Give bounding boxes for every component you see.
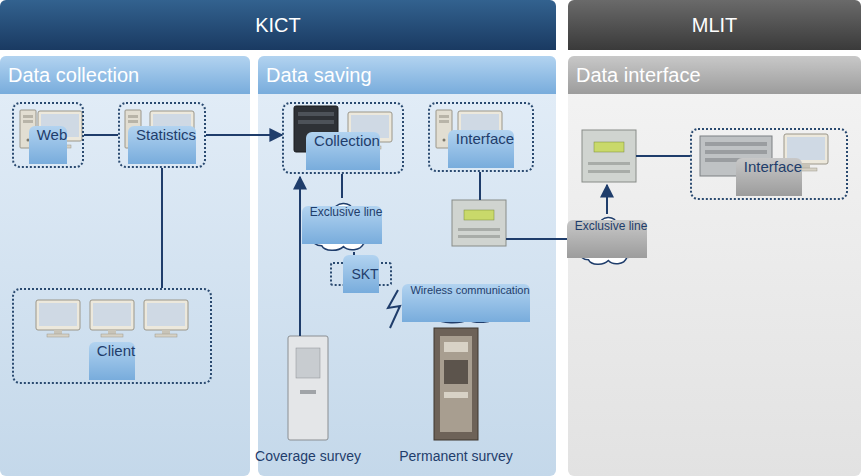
wire: [636, 155, 690, 157]
section-panel: Data interfaceExclusive line Interface: [568, 56, 861, 476]
node-label: Exclusive line: [302, 206, 383, 244]
system-box: Statistics: [118, 102, 206, 168]
wire: [299, 177, 301, 336]
wire: [479, 172, 481, 200]
header-bar: KICT: [0, 0, 556, 50]
wire: [506, 238, 576, 240]
connector: [206, 134, 282, 136]
node-label: Web: [29, 126, 68, 164]
node-label: Interface: [448, 130, 514, 168]
panel-heading: Data saving: [258, 56, 556, 94]
panel-heading: Data interface: [568, 56, 861, 94]
panel-ground: [568, 56, 861, 476]
node-label: Client: [89, 342, 135, 380]
panel-ground: [0, 56, 250, 476]
node-label: Statistics: [128, 126, 196, 164]
system-box: Interface: [690, 128, 848, 200]
node-label: Collection: [306, 132, 380, 170]
network-cloud: Wireless communication: [414, 282, 518, 324]
node-label: Exclusive line: [567, 220, 648, 258]
header-label: MLIT: [692, 14, 738, 37]
connector: [161, 168, 163, 288]
section-panel: Data collectionWeb StatisticsClient: [0, 56, 250, 476]
panel-heading: Data collection: [0, 56, 250, 94]
system-box: Client: [12, 288, 212, 384]
network-cloud: Exclusive line: [574, 212, 640, 266]
device-caption: Coverage survey: [255, 448, 361, 464]
node-label: Wireless communication: [402, 284, 529, 322]
carrier-box: SKT: [330, 262, 392, 286]
node-label: SKT: [343, 255, 378, 293]
connector: [341, 174, 343, 198]
network-cloud: Exclusive line: [306, 198, 378, 252]
node-label: Interface: [736, 158, 802, 196]
system-box: Interface: [428, 102, 534, 172]
section-panel: Data savingCollection InterfaceExclusive …: [258, 56, 556, 476]
system-box: Web: [12, 102, 84, 168]
header-bar: MLIT: [568, 0, 861, 50]
header-label: KICT: [255, 14, 301, 37]
wire: [606, 185, 608, 214]
connector: [84, 134, 118, 136]
lightning-symbol: [388, 290, 400, 328]
system-box: Collection: [282, 102, 404, 174]
panel-ground: [258, 56, 556, 476]
device-caption: Permanent survey: [399, 448, 513, 464]
